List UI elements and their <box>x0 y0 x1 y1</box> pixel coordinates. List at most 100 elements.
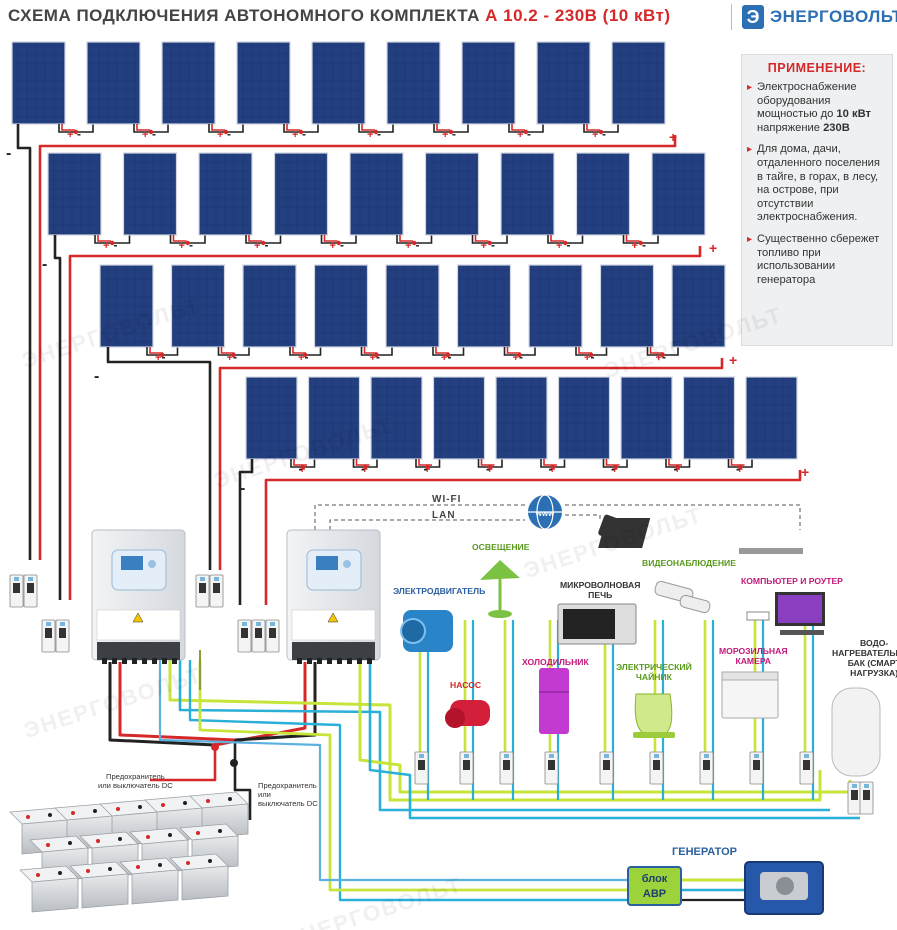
computer-router <box>746 592 825 635</box>
polarity-minus: - <box>736 462 740 476</box>
polarity-plus: + <box>405 240 411 252</box>
wire <box>218 358 724 570</box>
laptop-icon <box>598 518 803 554</box>
ac-breaker <box>749 751 764 785</box>
info-title: ПРИМЕНЕНИЕ: <box>767 61 867 75</box>
solar-panel <box>161 41 216 125</box>
label-fuse-left: Предохранитель или выключатель DC <box>98 772 173 790</box>
ac-breaker <box>459 751 474 785</box>
dc-breaker <box>237 619 252 653</box>
breaker-lever <box>703 760 710 770</box>
solar-panel <box>385 264 440 348</box>
solar-panel <box>273 152 329 236</box>
polarity-minus: - <box>299 462 303 476</box>
polarity-plus: + <box>632 240 638 252</box>
logo-text: ЭНЕРГОВОЛЬТ <box>770 7 897 26</box>
battery-terminal-positive <box>196 831 200 835</box>
polarity-plus: + <box>584 352 590 364</box>
label-fuse-right-l3: выключатель DC <box>258 799 318 808</box>
connector-dot <box>550 464 555 470</box>
cable-gland <box>102 658 107 664</box>
warning-icon <box>327 612 339 623</box>
connector-dot <box>598 129 604 135</box>
string-wire <box>172 235 187 242</box>
polarity-plus: + <box>67 129 73 141</box>
polarity-minus: - <box>340 238 344 252</box>
breaker-lever <box>418 760 425 770</box>
panel-frame <box>528 264 583 348</box>
application-info-box: ПРИМЕНЕНИЕ: Электроснабжение оборудовани… <box>741 54 893 346</box>
polarity-plus: + <box>513 352 519 364</box>
solar-panel <box>745 376 798 460</box>
inverter-button <box>343 560 351 568</box>
label-microwave-l1: МИКРОВОЛНОВАЯ <box>560 580 641 590</box>
connector-dot <box>160 352 165 358</box>
polarity-plus: + <box>729 352 737 368</box>
dc-breaker <box>265 619 280 653</box>
panel-frame <box>170 264 226 348</box>
breaker-window <box>504 754 509 758</box>
string-wire <box>323 235 338 242</box>
polarity-plus: + <box>370 352 376 364</box>
battery-terminal-negative <box>228 797 232 801</box>
string-wire <box>649 347 664 354</box>
polarity-minus: - <box>6 145 11 162</box>
polarity-plus: + <box>179 240 185 252</box>
string-wire <box>149 347 163 354</box>
polarity-minus: - <box>519 350 523 364</box>
polarity-plus: + <box>298 352 304 364</box>
connector-dot <box>303 352 308 358</box>
ac-breaker <box>649 751 664 785</box>
connector-dot <box>373 129 379 135</box>
polarity-plus: + <box>292 129 298 141</box>
refrigerator <box>539 668 569 734</box>
panel-frame <box>651 152 706 236</box>
label-boiler-l3: БАК (СМАРТ <box>847 658 897 668</box>
ac-breaker <box>847 781 862 815</box>
ac-breaker <box>859 781 874 815</box>
solar-panel <box>557 376 611 460</box>
polarity-minus: - <box>305 350 309 364</box>
battery-terminal-negative <box>68 841 72 845</box>
panel-frame <box>611 41 666 125</box>
connector-dot <box>446 352 451 358</box>
wire <box>150 745 217 782</box>
connector-dot <box>675 464 680 470</box>
cable-gland <box>357 658 362 664</box>
dc-breaker <box>195 574 210 608</box>
polarity-minus: - <box>302 127 306 141</box>
solar-panel <box>236 41 291 125</box>
polarity-minus: - <box>189 238 193 252</box>
connector-dot <box>223 129 229 135</box>
globe-icon: www <box>528 494 562 530</box>
battery-terminal-positive <box>71 811 75 815</box>
wire <box>106 347 212 570</box>
solar-panel <box>386 41 441 125</box>
generator-flywheel <box>776 877 794 895</box>
polarity-minus: - <box>486 462 490 476</box>
polarity-plus: + <box>669 129 677 145</box>
connector-dot <box>185 240 190 246</box>
network-link <box>565 504 801 530</box>
polarity-minus: - <box>265 238 269 252</box>
battery-bank <box>9 791 249 913</box>
polarity-minus: - <box>152 127 156 141</box>
string-wire <box>586 124 600 131</box>
cable-gland <box>327 658 332 664</box>
panel-frame <box>273 152 329 236</box>
solar-panel <box>536 41 591 125</box>
panel-frame <box>424 152 480 236</box>
polarity-minus: - <box>567 238 571 252</box>
devices: www <box>9 494 881 915</box>
wire <box>53 235 62 600</box>
panel-frame <box>99 264 154 348</box>
connector-dot <box>374 352 379 358</box>
pump-head <box>445 708 465 728</box>
polarity-plus: + <box>155 352 161 364</box>
panel-frame <box>682 376 736 460</box>
string-wire <box>248 235 262 242</box>
breaker-lever <box>213 583 220 593</box>
generator-wire <box>158 660 628 882</box>
panel-frame <box>311 41 366 125</box>
